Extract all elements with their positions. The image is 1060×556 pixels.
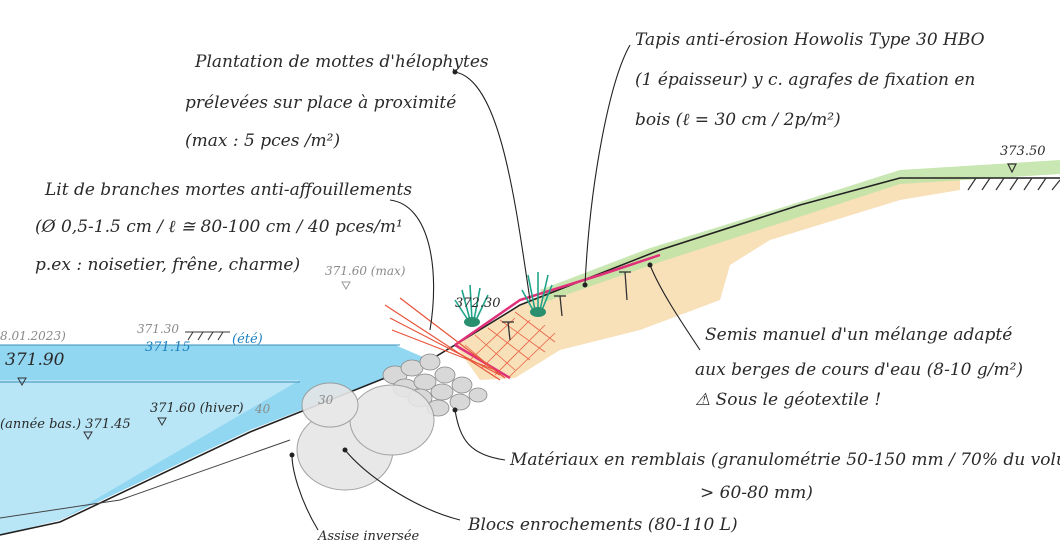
crosshatch-zone (464, 311, 556, 379)
tapis-line-2: (1 épaisseur) y c. agrafes de fixation e… (635, 70, 975, 90)
level-annee: (année bas.) 371.45 (0, 417, 131, 432)
water-lower (0, 380, 300, 535)
dead-branch-bundle (384, 297, 506, 381)
level-top: 373.50 (1000, 144, 1046, 159)
plantation-line-2: prélevées sur place à proximité (185, 93, 456, 113)
dot-6 (289, 452, 295, 458)
level-marker-hiver (157, 417, 167, 427)
materiaux-line-2: > 60-80 mm) (700, 483, 813, 503)
mark-40: 40 (254, 402, 271, 416)
materiaux-line-1: Matériaux en remblais (granulométrie 50-… (509, 450, 1060, 470)
wooden-stakes (502, 271, 631, 341)
plantation-line-1: Plantation de mottes d'hélophytes (194, 52, 489, 72)
level-marker-annee (83, 431, 93, 441)
backfill-area (455, 176, 960, 380)
dot-4 (452, 407, 458, 413)
helophyte-reeds (454, 272, 553, 321)
ground-profile (0, 177, 1060, 536)
tapis-line-3: bois (ℓ = 30 cm / 2p/m²) (635, 110, 841, 130)
dot-5 (342, 447, 348, 453)
top-hatch (962, 177, 1060, 191)
assise-label: Assise inversée (317, 529, 420, 544)
top-level-marker (1007, 163, 1017, 174)
semis-line-2: aux berges de cours d'eau (8-10 g/m²) (695, 360, 1023, 380)
level-ete-num: 371.30 (137, 322, 179, 336)
blocs-label: Blocs enrochements (80-110 L) (467, 515, 738, 535)
boulder-2 (349, 384, 435, 456)
reed-clump-2 (530, 307, 546, 317)
dot-3 (647, 262, 653, 268)
reed-clump-1 (464, 317, 480, 327)
level-max: 371.60 (max) (325, 264, 406, 278)
ete-hatch (185, 331, 230, 341)
tapis-line-1: Tapis anti-érosion Howolis Type 30 HBO (635, 30, 985, 50)
mark-30: 30 (318, 393, 334, 407)
level-water: 371.90 (5, 350, 65, 370)
dot-2 (582, 282, 588, 288)
geotextile (454, 253, 661, 347)
riprap-stones (382, 353, 488, 417)
lit-line-3: p.ex : noisetier, frêne, charme) (35, 255, 300, 275)
lit-line-2: (Ø 0,5-1.5 cm / ℓ ≅ 80-100 cm / 40 pces/… (35, 217, 403, 237)
level-marker-max (341, 281, 351, 291)
boulder-3 (301, 382, 359, 428)
semis-line-1: Semis manuel d'un mélange adapté (705, 325, 1012, 345)
dot-1 (452, 69, 458, 75)
level-date: 8.01.2023) (0, 329, 66, 343)
plantation-line-3: (max : 5 pces /m²) (185, 131, 340, 151)
level-ete-label: (été) (232, 332, 263, 347)
grass-band (540, 160, 1060, 302)
semis-line-3: ⚠ Sous le géotextile ! (695, 390, 881, 410)
level-hiver: 371.60 (hiver) (150, 401, 244, 416)
level-ete-blue: 371.15 (145, 340, 191, 355)
lit-line-1: Lit de branches mortes anti-affouillemen… (44, 180, 412, 200)
level-marker-water (17, 377, 27, 387)
leader-lines (291, 44, 701, 531)
bed-line (0, 439, 291, 519)
level-berm: 372.30 (455, 296, 501, 311)
